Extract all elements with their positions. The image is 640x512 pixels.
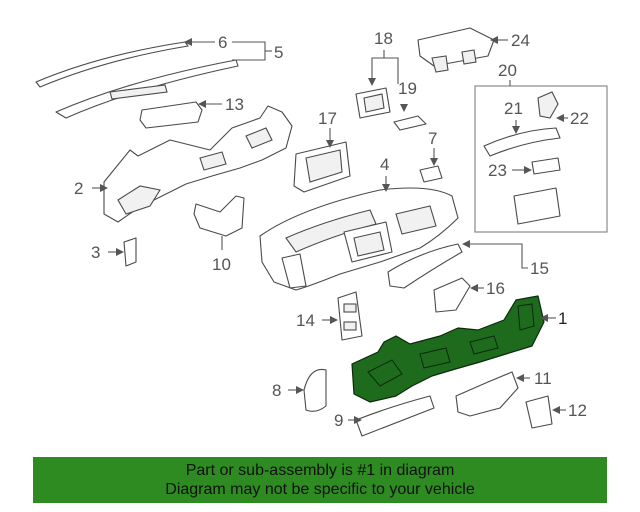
callout-6: 6 (218, 33, 227, 52)
part-18-vent[interactable] (355, 87, 391, 119)
part-4-instrument-panel[interactable] (259, 187, 459, 291)
part-21-lid[interactable] (483, 127, 561, 157)
callout-20: 20 (498, 61, 517, 80)
arrow-24 (490, 36, 498, 44)
callout-18: 18 (374, 29, 393, 48)
part-14-panel[interactable] (337, 291, 363, 341)
arrow-17 (326, 140, 334, 148)
arrow-8 (296, 386, 304, 394)
part-6-windshield-strip[interactable] (35, 41, 239, 119)
callout-1: 1 (558, 309, 567, 328)
callout-17: 17 (318, 109, 337, 128)
arrow-23 (524, 166, 532, 174)
arrow-21 (512, 126, 520, 134)
callout-21: 21 (504, 99, 523, 118)
arrow-18 (368, 78, 376, 86)
arrow-4 (382, 184, 390, 192)
part-20-box-insert[interactable] (513, 187, 561, 225)
leader-18b (384, 57, 399, 84)
arrow-12 (552, 406, 560, 414)
callout-11: 11 (534, 369, 552, 388)
arrow-16 (470, 284, 478, 292)
part-13-trim-piece[interactable] (139, 101, 203, 129)
part-7-cover[interactable] (419, 165, 443, 183)
part-11-lower-trim[interactable] (455, 371, 519, 417)
arrow-3 (116, 248, 124, 256)
arrow-19 (400, 104, 408, 112)
arrow-6 (184, 38, 192, 46)
part-23-switch[interactable] (531, 157, 561, 175)
part-22-knob[interactable] (537, 91, 559, 119)
part-24-speaker-cover[interactable] (417, 27, 495, 73)
callout-4: 4 (380, 155, 389, 174)
banner-line-2: Diagram may not be specific to your vehi… (165, 481, 475, 498)
part-15-glovebox-door[interactable] (387, 243, 463, 289)
arrow-11 (516, 374, 524, 382)
callout-7: 7 (428, 129, 437, 148)
part-19-clip[interactable] (393, 115, 427, 131)
callout-14: 14 (296, 311, 315, 330)
callout-10: 10 (212, 255, 231, 274)
callout-8: 8 (272, 381, 281, 400)
callout-24: 24 (511, 31, 530, 50)
arrow-7 (430, 158, 438, 166)
arrow-15 (462, 240, 470, 248)
part-17-bezel[interactable] (293, 141, 351, 193)
callout-5: 5 (274, 43, 283, 62)
callout-13: 13 (225, 95, 244, 114)
part-12-side-panel[interactable] (525, 395, 553, 429)
callout-15: 15 (530, 259, 549, 278)
part-3-bracket[interactable] (123, 237, 137, 267)
callout-12: 12 (568, 401, 587, 420)
part-10-brace[interactable] (193, 195, 245, 237)
arrow-14 (330, 316, 338, 324)
callout-3: 3 (91, 243, 100, 262)
arrow-13 (198, 100, 206, 108)
leader-18 (371, 50, 385, 80)
part-9-knee-bolster[interactable] (355, 395, 435, 437)
part-8-end-cap[interactable] (303, 368, 327, 412)
part-1-lower-carrier[interactable] (351, 295, 545, 403)
leader-5-bracket (232, 41, 266, 61)
group-20-box (474, 85, 608, 233)
leader-15 (466, 243, 528, 269)
arrow-2 (100, 184, 108, 192)
part-2-cross-car-beam[interactable] (103, 105, 293, 223)
arrow-22 (556, 114, 564, 122)
part-16-glovebox-bin[interactable] (433, 277, 471, 313)
callout-9: 9 (334, 411, 343, 430)
arrow-9 (354, 416, 362, 424)
callout-16: 16 (486, 279, 505, 298)
parts-diagram: 6 5 13 2 3 10 17 18 19 (35, 27, 608, 437)
info-banner: Part or sub-assembly is #1 in diagram Di… (33, 457, 607, 503)
callout-22: 22 (570, 109, 589, 128)
callout-2: 2 (74, 179, 83, 198)
banner-line-1: Part or sub-assembly is #1 in diagram (185, 462, 455, 479)
arrow-1 (540, 314, 548, 322)
callout-23: 23 (488, 161, 507, 180)
callout-19: 19 (398, 79, 417, 98)
